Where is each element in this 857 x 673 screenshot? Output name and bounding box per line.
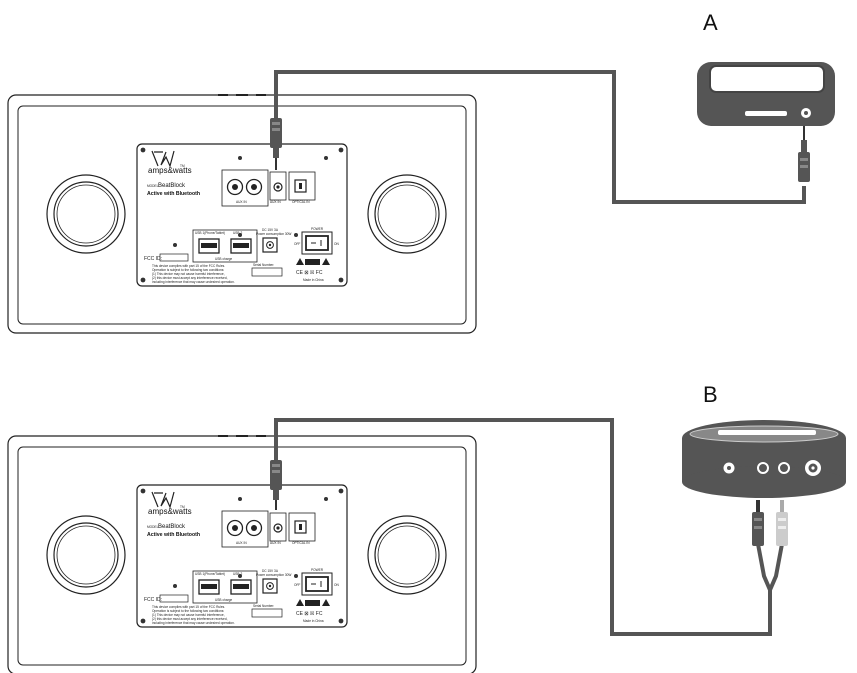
- off-label: OFF: [294, 242, 300, 246]
- power-label: POWER: [311, 568, 324, 572]
- serial-label: Serial Number:: [253, 604, 274, 608]
- power-label: POWER: [311, 227, 324, 231]
- compliance-line-2: Operation is subject to the following tw…: [152, 268, 224, 272]
- panel-text-b: amps&watts TM MODEL: BeatBlock Active wi…: [144, 505, 339, 625]
- compliance-line-4: (2) this device must accept any interfer…: [152, 617, 228, 621]
- usb2-label: USB 2: [233, 231, 242, 235]
- optical-label: OPTICAL IN: [292, 200, 310, 204]
- brand-tm: TM: [180, 505, 185, 509]
- brand-tm: TM: [180, 164, 185, 168]
- dc-label: DC 15V 3A: [262, 569, 279, 573]
- usb1-label: USB 1(Phone/Tablet): [195, 572, 225, 576]
- made-in: Made in China: [303, 619, 324, 623]
- rca-plug-left: [752, 500, 764, 546]
- off-label: OFF: [294, 583, 300, 587]
- usb-note: USB charge: [215, 257, 232, 261]
- model-tagline: Active with Bluetooth: [147, 532, 200, 538]
- compliance-line-5: including interference that may cause un…: [152, 621, 235, 625]
- compliance-line-5: including interference that may cause un…: [152, 280, 235, 284]
- dc-label: DC 15V 3A: [262, 228, 279, 232]
- usb-note: USB charge: [215, 598, 232, 602]
- plug-a-dock: [798, 126, 810, 182]
- plug-a-speaker: [270, 118, 282, 170]
- model-prefix: MODEL:: [147, 184, 159, 188]
- usb2-label: USB 2: [233, 572, 242, 576]
- brand-name: amps&watts: [148, 166, 192, 175]
- label-a: A: [703, 10, 718, 35]
- model-prefix: MODEL:: [147, 525, 159, 529]
- cable-b: [274, 418, 784, 636]
- dock-a: [696, 61, 836, 127]
- panel-text-a: amps&watts TM MODEL: BeatBlock Active wi…: [144, 164, 339, 284]
- aux-label: AUX IN: [236, 541, 247, 545]
- optical-label: OPTICAL IN: [292, 541, 310, 545]
- model-name: BeatBlock: [158, 183, 186, 189]
- cert-marks: CE ⊠ ☒ FC: [296, 270, 323, 276]
- speaker-b: [7, 435, 477, 673]
- compliance-line-3: (1) This device may not cause harmful in…: [152, 272, 225, 276]
- cert-marks: CE ⊠ ☒ FC: [296, 611, 323, 617]
- label-b: B: [703, 382, 718, 407]
- speaker-a: [7, 94, 477, 334]
- compliance-line-3: (1) This device may not cause harmful in…: [152, 613, 225, 617]
- fcc-label: FCC ID:: [144, 256, 162, 262]
- compliance-line-4: (2) this device must accept any interfer…: [152, 276, 228, 280]
- model-tagline: Active with Bluetooth: [147, 191, 200, 197]
- made-in: Made in China: [303, 278, 324, 282]
- audio-label: AUX IN: [270, 200, 281, 204]
- compliance-line-1: This device complies with part 15 of the…: [152, 264, 225, 268]
- rca-plug-right: [776, 500, 788, 546]
- aux-label: AUX IN: [236, 200, 247, 204]
- audio-label: AUX IN: [270, 541, 281, 545]
- brand-name: amps&watts: [148, 507, 192, 516]
- plug-b-speaker: [270, 460, 282, 510]
- model-name: BeatBlock: [158, 524, 186, 530]
- on-label: ON: [334, 242, 339, 246]
- usb1-label: USB 1(Phone/Tablet): [195, 231, 225, 235]
- compliance-line-2: Operation is subject to the following tw…: [152, 609, 224, 613]
- cable-a: [274, 70, 806, 204]
- dc-note: Power consumption 30W: [256, 573, 291, 577]
- serial-label: Serial Number:: [253, 263, 274, 267]
- compliance-line-1: This device complies with part 15 of the…: [152, 605, 225, 609]
- dc-note: Power consumption 30W: [256, 232, 291, 236]
- dock-b: [681, 419, 847, 499]
- on-label: ON: [334, 583, 339, 587]
- fcc-label: FCC ID:: [144, 597, 162, 603]
